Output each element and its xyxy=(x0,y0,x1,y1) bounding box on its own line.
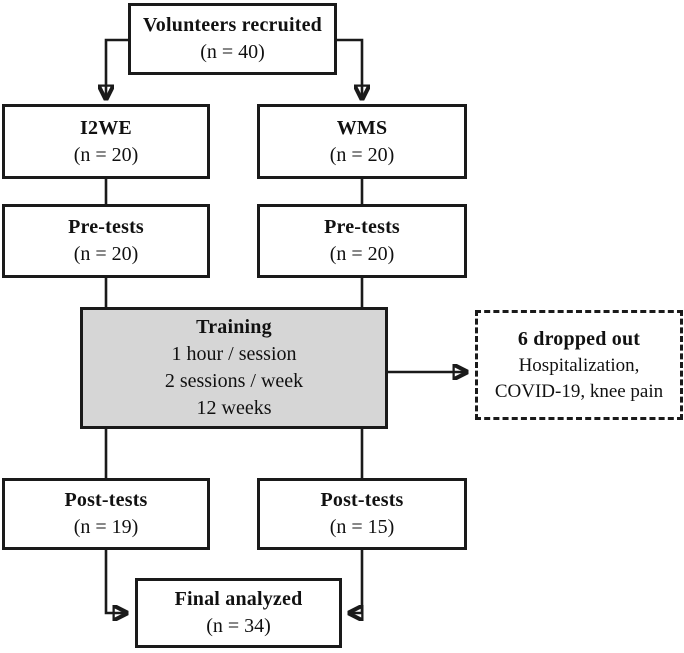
node-count: (n = 20) xyxy=(329,143,395,166)
node-title: Volunteers recruited xyxy=(143,14,322,36)
node-title: Pre-tests xyxy=(324,216,400,238)
node-count: (n = 15) xyxy=(329,516,395,538)
node-title: Final analyzed xyxy=(174,588,303,610)
node-count: (n = 19) xyxy=(73,516,139,538)
node-title: WMS xyxy=(336,116,388,139)
node-training: Training 1 hour / session 2 sessions / w… xyxy=(80,307,388,429)
node-count: (n = 40) xyxy=(200,41,265,63)
node-count: (n = 20) xyxy=(73,143,139,166)
edge-posttest-final-right xyxy=(350,549,364,613)
node-wms-group: WMS (n = 20) xyxy=(257,104,467,179)
node-title: I2WE xyxy=(80,116,132,139)
node-detail: 1 hour / session xyxy=(171,343,297,365)
node-count: (n = 34) xyxy=(206,615,271,637)
node-posttests-i2we: Post-tests (n = 19) xyxy=(2,478,210,550)
node-dropped-out: 6 dropped out Hospitalization, COVID-19,… xyxy=(475,310,683,420)
node-detail: Hospitalization, xyxy=(518,354,640,376)
node-detail: 12 weeks xyxy=(196,397,272,419)
edge-volunteers-wms xyxy=(337,38,362,98)
node-detail: COVID-19, knee pain xyxy=(494,380,664,402)
node-pretests-wms: Pre-tests (n = 20) xyxy=(257,204,467,278)
node-title: Post-tests xyxy=(64,489,148,511)
node-i2we-group: I2WE (n = 20) xyxy=(2,104,210,179)
node-volunteers-recruited: Volunteers recruited (n = 40) xyxy=(128,3,337,75)
node-title: Training xyxy=(196,316,272,338)
node-final-analyzed: Final analyzed (n = 34) xyxy=(135,578,342,648)
edge-posttest-final-left xyxy=(104,549,126,613)
node-pretests-i2we: Pre-tests (n = 20) xyxy=(2,204,210,278)
node-title: Post-tests xyxy=(320,489,404,511)
node-title: Pre-tests xyxy=(68,216,144,238)
edge-volunteers-i2we xyxy=(106,38,128,98)
node-count: (n = 20) xyxy=(329,243,395,265)
node-posttests-wms: Post-tests (n = 15) xyxy=(257,478,467,550)
node-detail: 2 sessions / week xyxy=(164,370,304,392)
node-count: (n = 20) xyxy=(73,243,139,265)
node-title: 6 dropped out xyxy=(517,327,641,350)
